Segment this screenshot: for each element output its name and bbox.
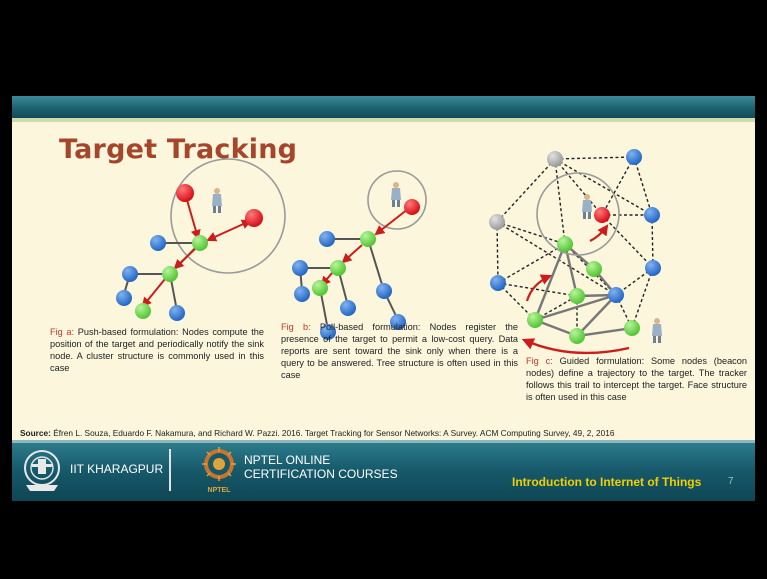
tracker-person-icon <box>652 318 662 343</box>
fig-a-diagram <box>116 158 286 321</box>
person-icon <box>391 182 401 207</box>
fig-c-caption: Fig c: Guided formulation: Some nodes (b… <box>526 356 747 402</box>
target-node <box>594 207 610 223</box>
slide-top-band <box>12 96 755 118</box>
source-citation: Source: Éfren L. Souza, Eduardo F. Nakam… <box>20 428 615 438</box>
slide-title: Target Tracking <box>59 134 298 165</box>
fig-b-diagram <box>292 170 427 340</box>
footer-divider <box>169 449 171 491</box>
iit-kharagpur-logo <box>24 450 60 491</box>
target-node <box>176 184 194 202</box>
nptel-title-line2: CERTIFICATION COURSES <box>244 467 398 481</box>
slide-footer: IIT KHARAGPUR NPTEL NPTEL ONLINE CERTIFI… <box>12 440 755 501</box>
fig-c-diagram <box>489 149 662 355</box>
page-number: 7 <box>728 476 734 487</box>
nptel-title-line1: NPTEL ONLINE <box>244 453 331 467</box>
course-title: Introduction to Internet of Things <box>512 475 702 489</box>
institute-name: IIT KHARAGPUR <box>70 462 164 476</box>
fig-a-caption: Fig a: Push-based formulation: Nodes com… <box>50 327 264 373</box>
slide-top-stripe <box>12 118 755 122</box>
target-node <box>404 199 420 215</box>
nptel-badge: NPTEL <box>208 487 232 494</box>
footer-stripe <box>12 440 755 443</box>
fig-b-caption: Fig b: Poll-based formulation: Nodes reg… <box>281 322 518 380</box>
diagrams <box>116 149 662 355</box>
person-icon <box>212 188 222 213</box>
slide: Target Tracking <box>12 96 755 501</box>
target-node <box>245 209 263 227</box>
person-icon <box>582 194 592 219</box>
nptel-logo: NPTEL <box>202 447 236 494</box>
